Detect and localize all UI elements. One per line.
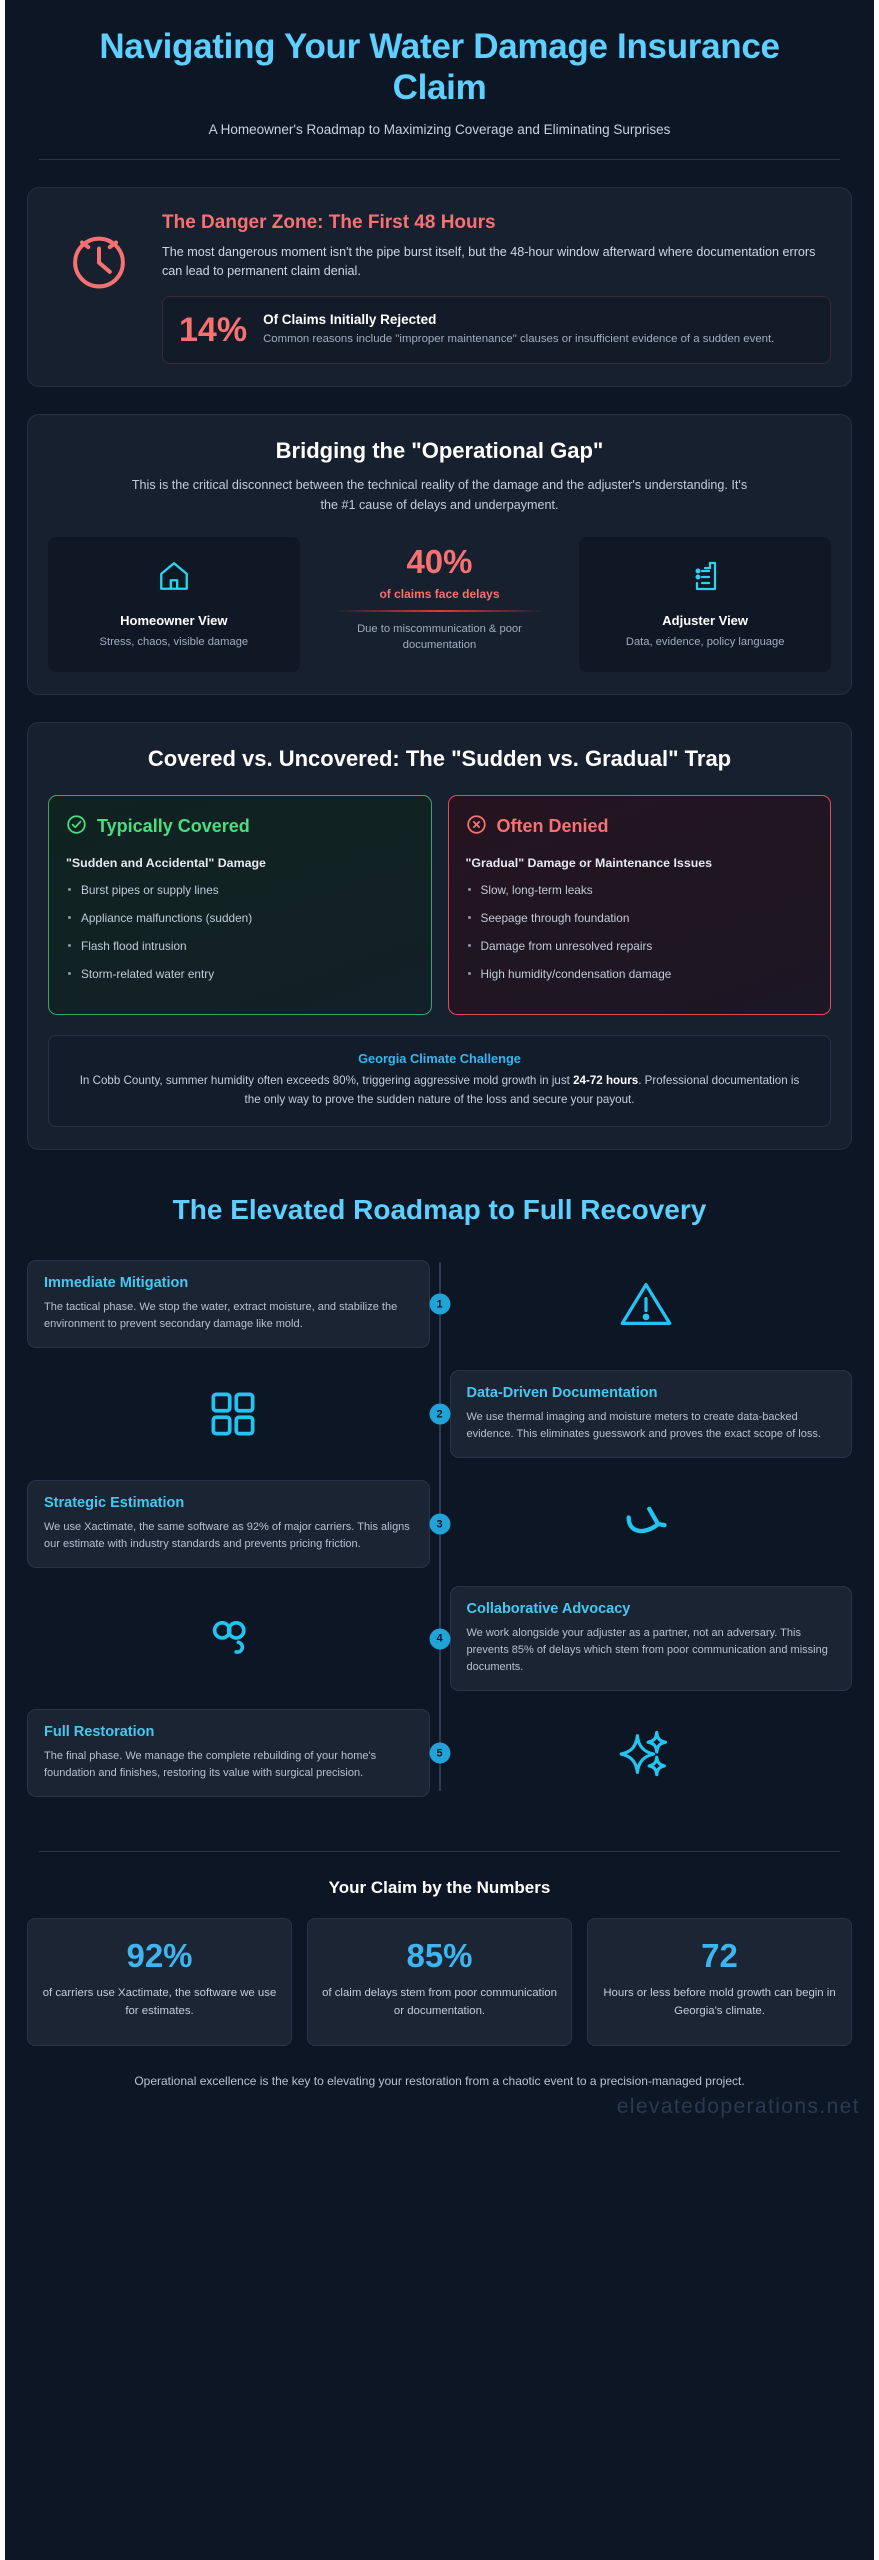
number-cell-1: 92% of carriers use Xactimate, the softw… [27,1918,292,2046]
covered-heading: Typically Covered [97,816,250,837]
check-circle-icon [66,814,87,840]
climate-note-pre: In Cobb County, summer humidity often ex… [79,1073,574,1087]
number-cell-2: 85% of claim delays stem from poor commu… [307,1918,572,2046]
numbers-divider [39,1851,840,1853]
step-1-badge: 1 [429,1293,450,1315]
typically-covered-panel: Typically Covered "Sudden and Accidental… [48,794,432,1015]
step-2-heading: Data-Driven Documentation [466,1385,658,1402]
claims-delay-divider [333,609,546,612]
adjuster-view-cell: Adjuster View Data, evidence, policy lan… [579,536,831,673]
page-title: Navigating Your Water Damage Insurance C… [99,27,780,108]
operational-gap-card: Bridging the "Operational Gap" This is t… [27,413,852,696]
step-4-badge: 4 [429,1628,450,1650]
danger-zone-card: The Danger Zone: The First 48 Hours The … [27,186,852,387]
step-5-heading: Full Restoration [44,1724,155,1741]
claims-delay-value: 40% [406,542,473,580]
adjuster-view-desc: Data, evidence, policy language [625,635,785,648]
denied-heading: Often Denied [496,816,609,837]
home-icon [60,555,288,597]
page-subtitle: A Homeowner's Roadmap to Maximizing Cove… [208,121,671,137]
numbers-title: Your Claim by the Numbers [328,1878,551,1898]
numbers-grid: 92% of carriers use Xactimate, the softw… [27,1918,852,2046]
roadmap-step-5: Full Restoration The final phase. We man… [27,1705,852,1801]
list-item: Flash flood intrusion [66,938,414,955]
danger-description: The most dangerous moment isn't the pipe… [162,244,816,279]
brand-watermark: elevatedoperations.net [616,2094,860,2118]
climate-note-post: . Professional documentation is the only… [244,1073,800,1106]
climate-note-body: In Cobb County, summer humidity often ex… [71,1072,808,1109]
covered-subheading: "Sudden and Accidental" Damage [66,855,266,870]
step-1-text: The tactical phase. We stop the water, e… [44,1301,398,1331]
step-2-text: We use thermal imaging and moisture mete… [466,1411,821,1441]
grid-squares-icon [27,1390,440,1438]
header-divider [39,158,840,160]
homeowner-view-cell: Homeowner View Stress, chaos, visible da… [48,536,300,673]
homeowner-view-desc: Stress, chaos, visible damage [99,635,249,648]
sparkles-icon [440,1727,853,1779]
roadmap-timeline: Immediate Mitigation The tactical phase.… [27,1256,852,1825]
clock-icon [48,210,142,303]
clipboard-icon [591,555,819,597]
denied-subheading: "Gradual" Damage or Maintenance Issues [465,855,713,870]
covered-list: Burst pipes or supply lines Appliance ma… [66,882,414,983]
number-1-label: of carriers use Xactimate, the software … [42,1987,277,2017]
step-3-badge: 3 [429,1513,450,1535]
coverage-title: Covered vs. Uncovered: The "Sudden vs. G… [147,746,732,772]
list-item: Damage from unresolved repairs [466,938,814,955]
number-3-label: Hours or less before mold growth can beg… [603,1987,836,2017]
number-3-value: 72 [701,1937,738,1975]
rejection-stat-heading: Of Claims Initially Rejected [263,311,437,327]
homeowner-view-name: Homeowner View [120,612,228,628]
roadmap-step-3: Strategic Estimation We use Xactimate, t… [27,1476,852,1572]
x-circle-icon [466,814,487,840]
rejection-stat-value: 14% [179,310,248,349]
closing-statement: Operational excellence is the key to ele… [134,2073,745,2088]
number-1-value: 92% [126,1937,193,1975]
arrow-redirect-icon [440,1502,853,1546]
handshake-icon [27,1616,440,1662]
step-2-badge: 2 [429,1403,450,1425]
step-4-text: We work alongside your adjuster as a par… [466,1627,828,1674]
coverage-card: Covered vs. Uncovered: The "Sudden vs. G… [27,722,852,1151]
danger-title: The Danger Zone: The First 48 Hours [162,211,496,233]
list-item: Burst pipes or supply lines [66,882,414,899]
roadmap-step-2: Data-Driven Documentation We use thermal… [27,1366,852,1462]
climate-note-title: Georgia Climate Challenge [358,1050,521,1066]
often-denied-panel: Often Denied "Gradual" Damage or Mainten… [447,794,831,1015]
list-item: High humidity/condensation damage [466,966,814,983]
georgia-climate-note: Georgia Climate Challenge In Cobb County… [48,1034,831,1128]
gap-title: Bridging the "Operational Gap" [275,437,604,463]
list-item: Seepage through foundation [466,910,814,927]
list-item: Storm-related water entry [66,966,414,983]
warning-triangle-icon [440,1279,853,1329]
number-cell-3: 72 Hours or less before mold growth can … [587,1918,852,2046]
claims-delay-note: Due to miscommunication & poor documenta… [357,622,522,652]
roadmap-title: The Elevated Roadmap to Full Recovery [172,1194,707,1226]
step-5-badge: 5 [429,1742,450,1764]
infographic-page: Navigating Your Water Damage Insurance C… [5,0,874,2560]
claims-delay-cell: 40% of claims face delays Due to miscomm… [314,537,566,673]
roadmap-step-4: Collaborative Advocacy We work alongside… [27,1586,852,1692]
gap-subtitle: This is the critical disconnect between … [131,478,748,513]
denied-list: Slow, long-term leaks Seepage through fo… [466,882,814,983]
roadmap-step-1: Immediate Mitigation The tactical phase.… [27,1256,852,1352]
step-3-text: We use Xactimate, the same software as 9… [44,1521,410,1551]
rejection-stat-sub: Common reasons include "improper mainten… [263,332,775,345]
climate-note-bold: 24-72 hours [573,1073,639,1087]
number-2-label: of claim delays stem from poor communica… [322,1987,557,2017]
list-item: Appliance malfunctions (sudden) [66,910,414,927]
page-header: Navigating Your Water Damage Insurance C… [27,26,852,160]
adjuster-view-name: Adjuster View [662,612,749,628]
number-2-value: 85% [406,1937,473,1975]
list-item: Slow, long-term leaks [466,882,814,899]
step-5-text: The final phase. We manage the complete … [44,1750,377,1780]
step-1-heading: Immediate Mitigation [44,1275,189,1292]
claims-delay-label: of claims face delays [379,586,500,601]
rejection-stat-box: 14% Of Claims Initially Rejected Common … [162,295,831,364]
step-4-heading: Collaborative Advocacy [466,1601,631,1618]
step-3-heading: Strategic Estimation [44,1495,185,1512]
